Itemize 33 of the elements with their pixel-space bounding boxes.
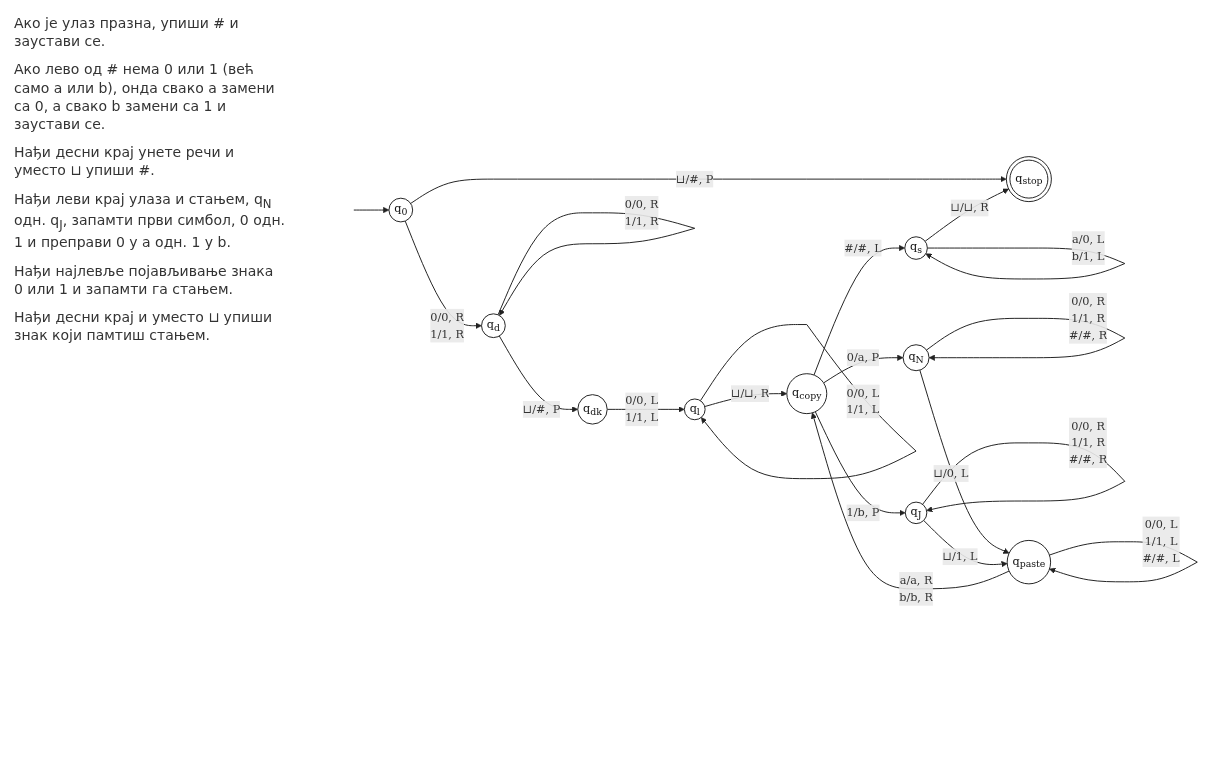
node-circle: q$_{copy}$ — [786, 373, 828, 415]
edge-label: 0/0, R 1/1, R — [430, 310, 464, 341]
note-text: Ако лево од # нема 0 или 1 (већ само a или b), онда свако a замени са 0, а свако b замени са 1 и заустави се. — [14, 60, 276, 134]
node-circle: q$_{0}$ — [388, 198, 414, 223]
node-circle: q$_{J}$ — [904, 501, 928, 525]
note-text: Нађи најлевље појављивање знака 0 или 1 и запамти га стањем. — [14, 261, 275, 298]
edge-label: a/0, L b/1, L — [1071, 232, 1105, 264]
edge-label: ⊔/0, L — [933, 466, 969, 481]
edge-label: 0/0, L 1/1, L — [625, 394, 659, 425]
node-circle: q$_{d}$ — [481, 313, 506, 339]
node-circle: q$_{s}$ — [904, 236, 928, 261]
node-circle: q$_{dk}$ — [577, 394, 608, 425]
edge-label: 0/0, R 1/1, R #/#, R — [1068, 419, 1108, 467]
edge-label: 0/0, R 1/1, R — [624, 197, 659, 228]
edge-label: ⊔/1, L — [942, 549, 978, 564]
edge-label: ⊔/#, P — [522, 402, 561, 417]
edge-label: ⊔/#, P — [676, 172, 714, 186]
edge-label: ⊔/⊔, R — [950, 201, 989, 215]
note-text: Нађи леви крај улаза и стањем, q$_{N}$ одн. q$_{J}$, запамти први симбол, 0 одн. 1 и преправи 0 у a одн. 1 у b. — [14, 189, 286, 252]
edge-label: 1/b, P — [846, 506, 880, 520]
note-text: Нађи десни крај унете речи и уместо ⊔ упиши #. — [14, 143, 236, 180]
edge-label: 0/0, R 1/1, R #/#, R — [1068, 294, 1108, 342]
node-circle: q$_{N}$ — [902, 344, 930, 372]
node-circle: q$_{l}$ — [683, 398, 706, 421]
edge-label: 0/0, L 1/1, L #/#, L — [1142, 518, 1180, 566]
edge-label: ⊔/⊔, R — [731, 386, 770, 401]
edge-label: a/a, R b/b, R — [899, 573, 933, 604]
edge-label: 0/0, L 1/1, L — [846, 386, 880, 417]
edge-label: 0/a, P — [846, 351, 880, 365]
node-circle: q$_{paste}$ — [1006, 540, 1052, 585]
note-text: Нађи десни крај и уместо ⊔ упиши знак који памтиш стањем. — [14, 308, 274, 345]
note-text: Ако је улаз празна, упиши # и заустави се. — [14, 14, 240, 51]
edge-label: #/#, L — [844, 241, 882, 255]
